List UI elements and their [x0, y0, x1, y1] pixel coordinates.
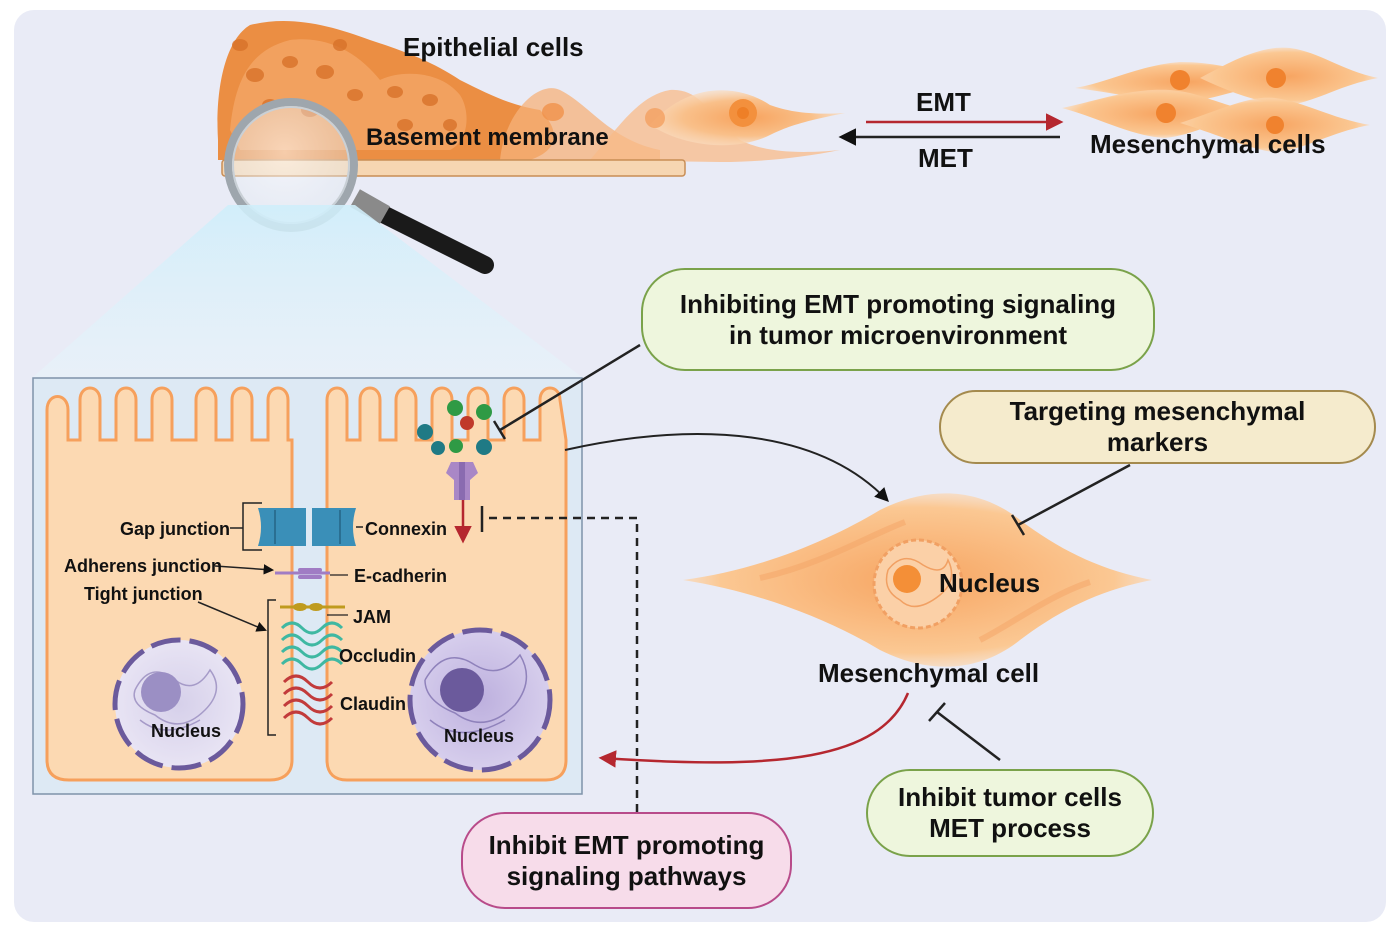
occludin-protein — [280, 621, 344, 671]
tight-junction-label: Tight junction — [84, 584, 203, 604]
mesenchymal-nucleus-label: Nucleus — [939, 568, 1041, 598]
mesenchymal-cell-cluster — [1062, 47, 1378, 152]
inhibit-tme-line2: in tumor microenvironment — [728, 319, 1068, 350]
inhibit-tme-signaling-box: Inhibiting EMT promoting signaling in tu… — [641, 268, 1155, 371]
occludin-label: Occludin — [339, 646, 417, 666]
emt-label: EMT — [916, 87, 971, 117]
dashed-inhibit-line — [482, 516, 639, 812]
inhibit-tme-line1: Inhibiting EMT promoting signaling — [679, 288, 1117, 319]
connexin-channel — [258, 508, 356, 546]
jam-label: JAM — [353, 607, 392, 627]
mesenchymal-cell — [683, 493, 1152, 667]
targeting-markers-box: Targeting mesenchymal markers — [939, 390, 1376, 464]
emt-met-arrows — [838, 113, 1064, 146]
mesenchymal-cells-label: Mesenchymal cells — [1090, 129, 1326, 159]
gap-junction-bracket — [242, 502, 262, 551]
epithelial-cells-label: Epithelial cells — [403, 32, 584, 62]
zoom-beam — [33, 205, 582, 377]
met-label: MET — [918, 143, 973, 173]
connexin-label: Connexin — [365, 519, 448, 539]
left-nucleus — [112, 637, 246, 771]
tight-junction-bracket — [267, 599, 276, 736]
inhibit-pathways-box: Inhibit EMT promoting signaling pathways — [461, 812, 792, 909]
inhibit-met-line1: Inhibit tumor cells — [898, 782, 1122, 812]
e-cadherin-label: E-cadherin — [354, 566, 448, 586]
inhibit-markers-line — [1017, 463, 1131, 527]
inhibit-pathways-line1: Inhibit EMT promoting — [488, 829, 765, 860]
claudin-protein — [282, 674, 334, 726]
adherens-pointer — [214, 564, 275, 575]
jam-protein — [280, 603, 348, 616]
adherens-junction-label: Adherens junction — [64, 556, 223, 576]
gap-junction-label: Gap junction — [120, 519, 230, 539]
signaling-molecules — [417, 400, 492, 455]
magnifying-glass-icon — [224, 98, 494, 274]
right-nucleus-label: Nucleus — [444, 726, 515, 746]
inhibit-met-box: Inhibit tumor cells MET process — [866, 769, 1154, 857]
inhibit-tme-line — [499, 343, 641, 432]
emt-transition-arrow — [564, 433, 889, 503]
inhibit-pathways-line2: signaling pathways — [506, 860, 747, 891]
targeting-markers-line2: markers — [1106, 427, 1209, 457]
basement-membrane-label: Basement membrane — [366, 124, 609, 151]
mesenchymal-cell-label: Mesenchymal cell — [818, 658, 1040, 688]
met-return-arrow — [598, 692, 910, 768]
targeting-markers-line1: Targeting mesenchymal — [1009, 396, 1306, 426]
left-nucleus-label: Nucleus — [151, 721, 222, 741]
inhibit-met-line — [936, 711, 1001, 761]
membrane-receptor — [446, 462, 478, 500]
e-cadherin-protein — [275, 568, 348, 579]
claudin-label: Claudin — [340, 694, 406, 714]
right-nucleus — [407, 627, 553, 773]
inhibit-met-line2: MET process — [929, 813, 1091, 843]
tight-junction-pointer — [197, 601, 267, 632]
